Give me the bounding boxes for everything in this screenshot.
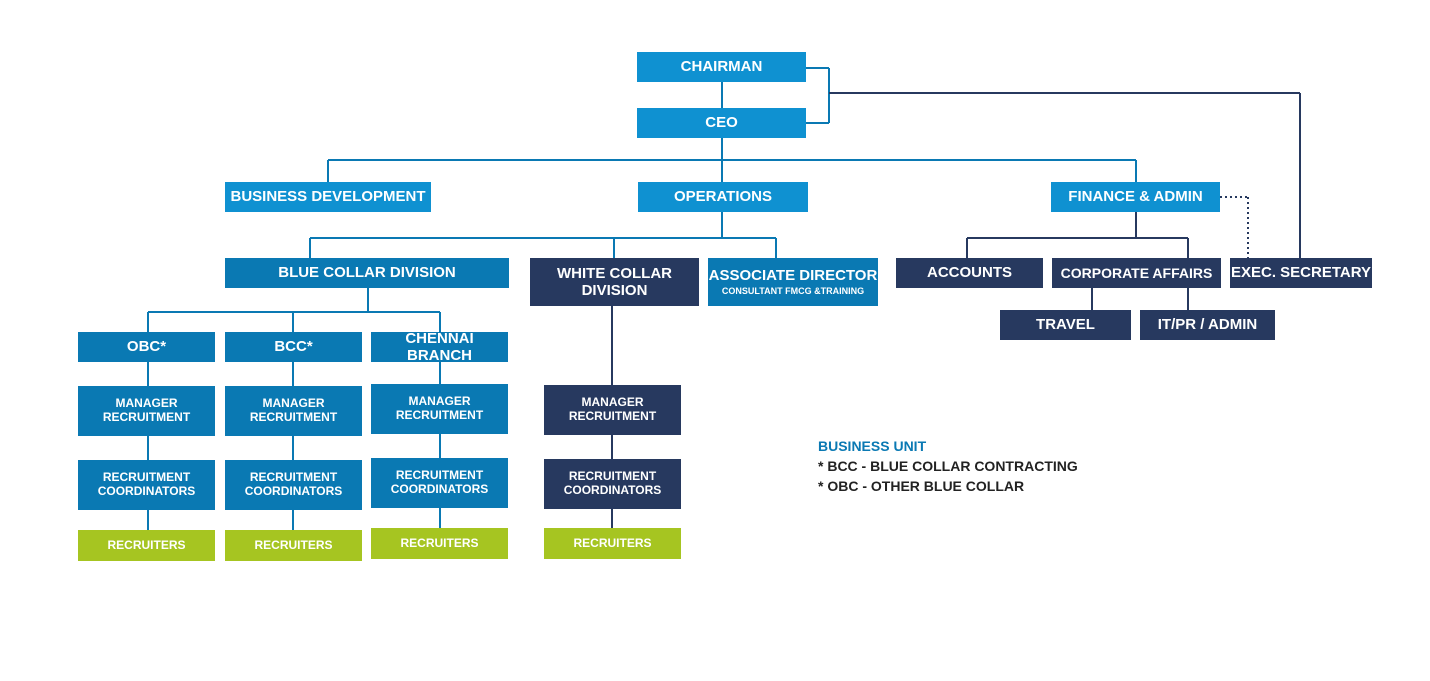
business-development-label: BUSINESS DEVELOPMENT xyxy=(230,188,426,206)
corporate-affairs-label: CORPORATE AFFAIRS xyxy=(1060,264,1213,281)
ceo-box: CEO xyxy=(637,108,806,138)
manager-recruitment-label: MANAGER RECRUITMENT xyxy=(395,394,484,422)
it-pr-admin-box: IT/PR / ADMIN xyxy=(1140,310,1275,340)
ceo-label: CEO xyxy=(705,114,738,132)
finance-admin-label: FINANCE & ADMIN xyxy=(1068,188,1203,206)
manager-recruitment-label: MANAGER RECRUITMENT xyxy=(568,395,657,423)
legend-item-obc: * OBC - OTHER BLUE COLLAR xyxy=(818,478,1025,494)
accounts-box: ACCOUNTS xyxy=(896,258,1043,288)
exec-secretary-box: EXEC. SECRETARY xyxy=(1230,258,1372,288)
white-collar-division-label: WHITE COLLAR DIVISION xyxy=(557,264,672,299)
chairman-label: CHAIRMAN xyxy=(680,58,763,76)
obc-box: OBC* xyxy=(78,332,215,362)
recruiters-label: RECRUITERS xyxy=(573,535,652,550)
recruiters-label: RECRUITERS xyxy=(254,537,333,552)
bcc-recruiters-box: RECRUITERS xyxy=(225,530,362,561)
recruiters-label: RECRUITERS xyxy=(107,537,186,552)
travel-box: TRAVEL xyxy=(1000,310,1131,340)
white-collar-division-box: WHITE COLLAR DIVISION xyxy=(530,258,699,306)
bcc-label: BCC* xyxy=(274,338,313,356)
it-pr-admin-label: IT/PR / ADMIN xyxy=(1157,316,1258,334)
recruitment-coordinators-label: RECRUITMENT COORDINATORS xyxy=(97,470,196,498)
bcc-recruitment-coordinators-box: RECRUITMENT COORDINATORS xyxy=(225,460,362,510)
associate-director-subtitle: CONSULTANT FMCG &TRAINING xyxy=(721,286,865,297)
business-unit-legend: BUSINESS UNIT * BCC - BLUE COLLAR CONTRA… xyxy=(818,436,1078,496)
operations-box: OPERATIONS xyxy=(638,182,808,212)
blue-collar-division-label: BLUE COLLAR DIVISION xyxy=(278,264,456,282)
business-development-box: BUSINESS DEVELOPMENT xyxy=(225,182,431,212)
finance-admin-box: FINANCE & ADMIN xyxy=(1051,182,1220,212)
exec-secretary-label: EXEC. SECRETARY xyxy=(1230,264,1372,282)
legend-item-bcc: * BCC - BLUE COLLAR CONTRACTING xyxy=(818,458,1078,474)
legend-title: BUSINESS UNIT xyxy=(818,438,927,454)
blue-collar-division-box: BLUE COLLAR DIVISION xyxy=(225,258,509,288)
obc-recruiters-box: RECRUITERS xyxy=(78,530,215,561)
travel-label: TRAVEL xyxy=(1036,316,1095,334)
manager-recruitment-label: MANAGER RECRUITMENT xyxy=(249,396,338,424)
chennai-branch-label: CHENNAI BRANCH xyxy=(405,329,474,364)
recruitment-coordinators-label: RECRUITMENT COORDINATORS xyxy=(563,469,662,497)
obc-recruitment-coordinators-box: RECRUITMENT COORDINATORS xyxy=(78,460,215,510)
chennai-branch-box: CHENNAI BRANCH xyxy=(371,329,508,364)
wc-recruitment-coordinators-box: RECRUITMENT COORDINATORS xyxy=(544,459,681,509)
chairman-box: CHAIRMAN xyxy=(637,52,806,82)
chennai-manager-recruitment-box: MANAGER RECRUITMENT xyxy=(371,384,508,434)
obc-manager-recruitment-box: MANAGER RECRUITMENT xyxy=(78,386,215,436)
associate-director-label: ASSOCIATE DIRECTOR xyxy=(708,267,878,285)
corporate-affairs-box: CORPORATE AFFAIRS xyxy=(1052,258,1221,288)
accounts-label: ACCOUNTS xyxy=(927,264,1012,282)
chennai-recruiters-box: RECRUITERS xyxy=(371,528,508,559)
obc-label: OBC* xyxy=(126,338,167,356)
wc-recruiters-box: RECRUITERS xyxy=(544,528,681,559)
bcc-box: BCC* xyxy=(225,332,362,362)
recruitment-coordinators-label: RECRUITMENT COORDINATORS xyxy=(244,470,343,498)
operations-label: OPERATIONS xyxy=(673,188,773,206)
wc-manager-recruitment-box: MANAGER RECRUITMENT xyxy=(544,385,681,435)
recruitment-coordinators-label: RECRUITMENT COORDINATORS xyxy=(390,468,489,496)
manager-recruitment-label: MANAGER RECRUITMENT xyxy=(102,396,191,424)
recruiters-label: RECRUITERS xyxy=(400,535,479,550)
bcc-manager-recruitment-box: MANAGER RECRUITMENT xyxy=(225,386,362,436)
chennai-recruitment-coordinators-box: RECRUITMENT COORDINATORS xyxy=(371,458,508,508)
